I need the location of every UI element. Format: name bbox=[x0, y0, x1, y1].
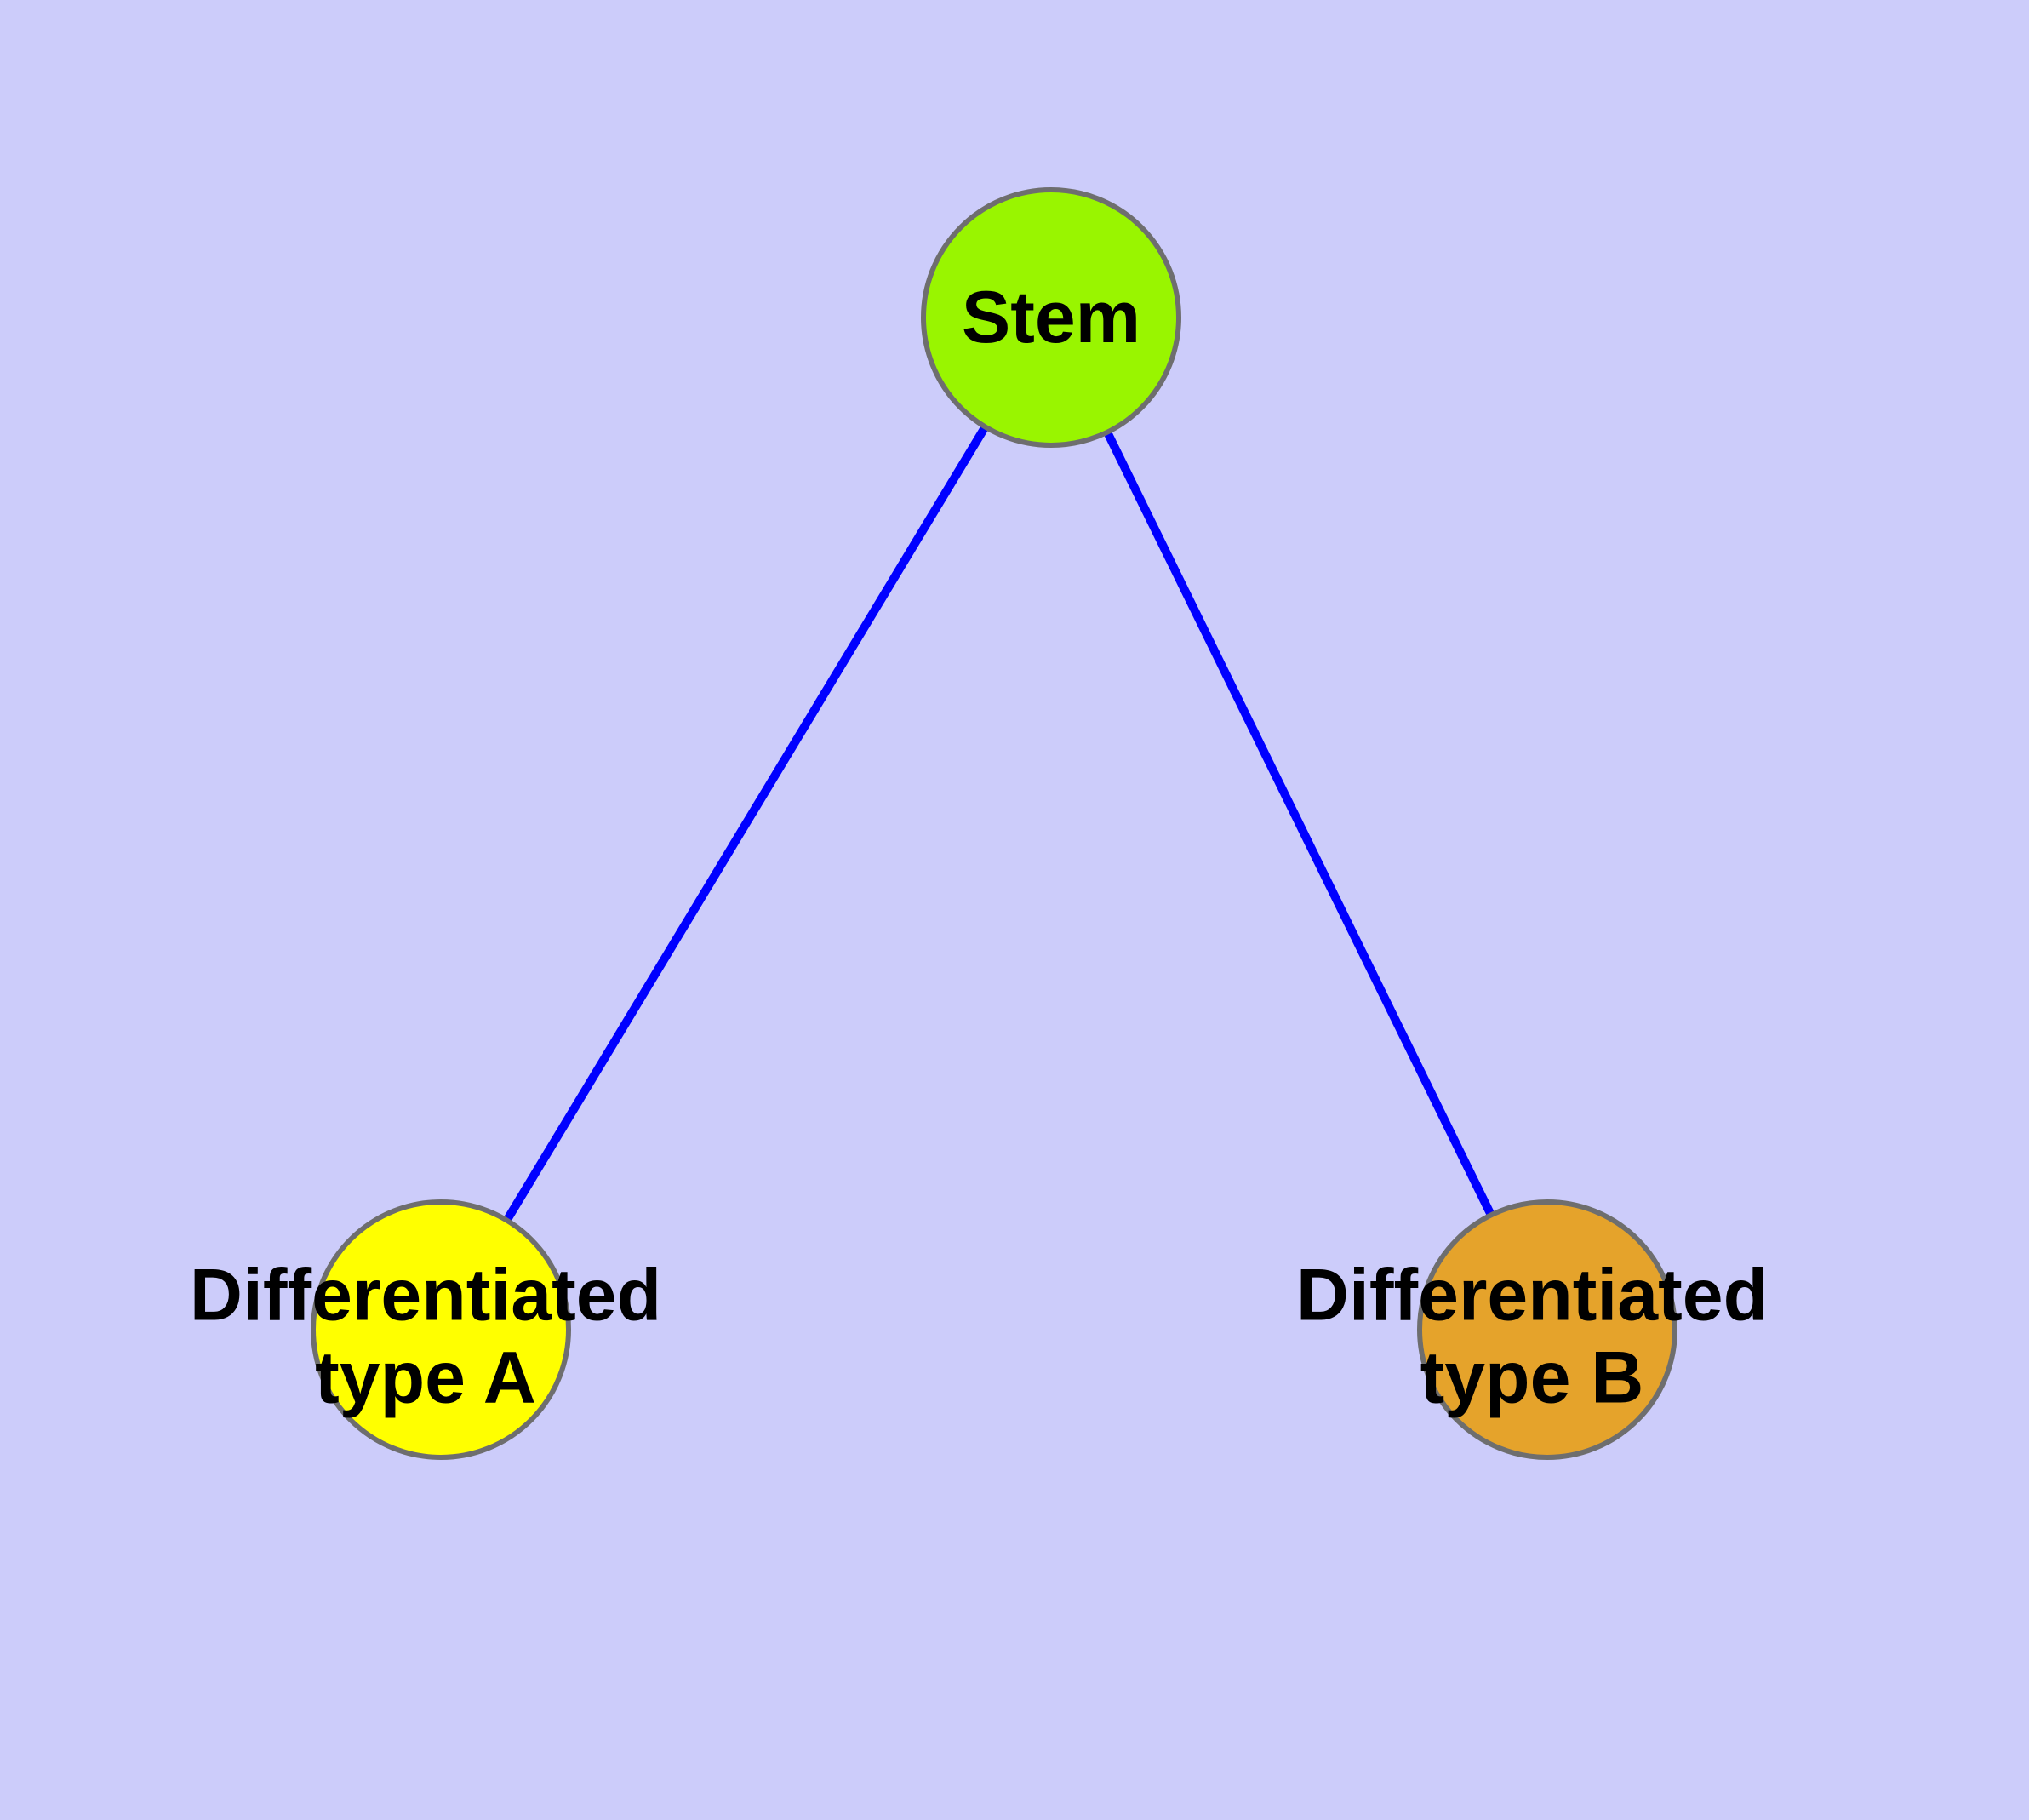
node-label-line: Differentiated bbox=[1296, 1254, 1768, 1336]
node-diff_b[interactable] bbox=[1417, 1199, 1677, 1460]
edges-layer bbox=[437, 315, 1552, 1332]
edge-stem-to-diff-a[interactable] bbox=[437, 315, 1055, 1332]
node-label-line: type B bbox=[1420, 1337, 1644, 1419]
node-stem[interactable] bbox=[921, 187, 1181, 448]
node-label-stem: Stem bbox=[962, 277, 1140, 358]
node-label-line: type A bbox=[315, 1337, 536, 1419]
node-label-line: Differentiated bbox=[190, 1254, 661, 1336]
nodes-layer bbox=[311, 187, 1677, 1460]
edge-stem-to-diff-b[interactable] bbox=[1047, 315, 1552, 1332]
node-label-line: Stem bbox=[962, 277, 1140, 358]
node-diff_a[interactable] bbox=[311, 1199, 571, 1460]
